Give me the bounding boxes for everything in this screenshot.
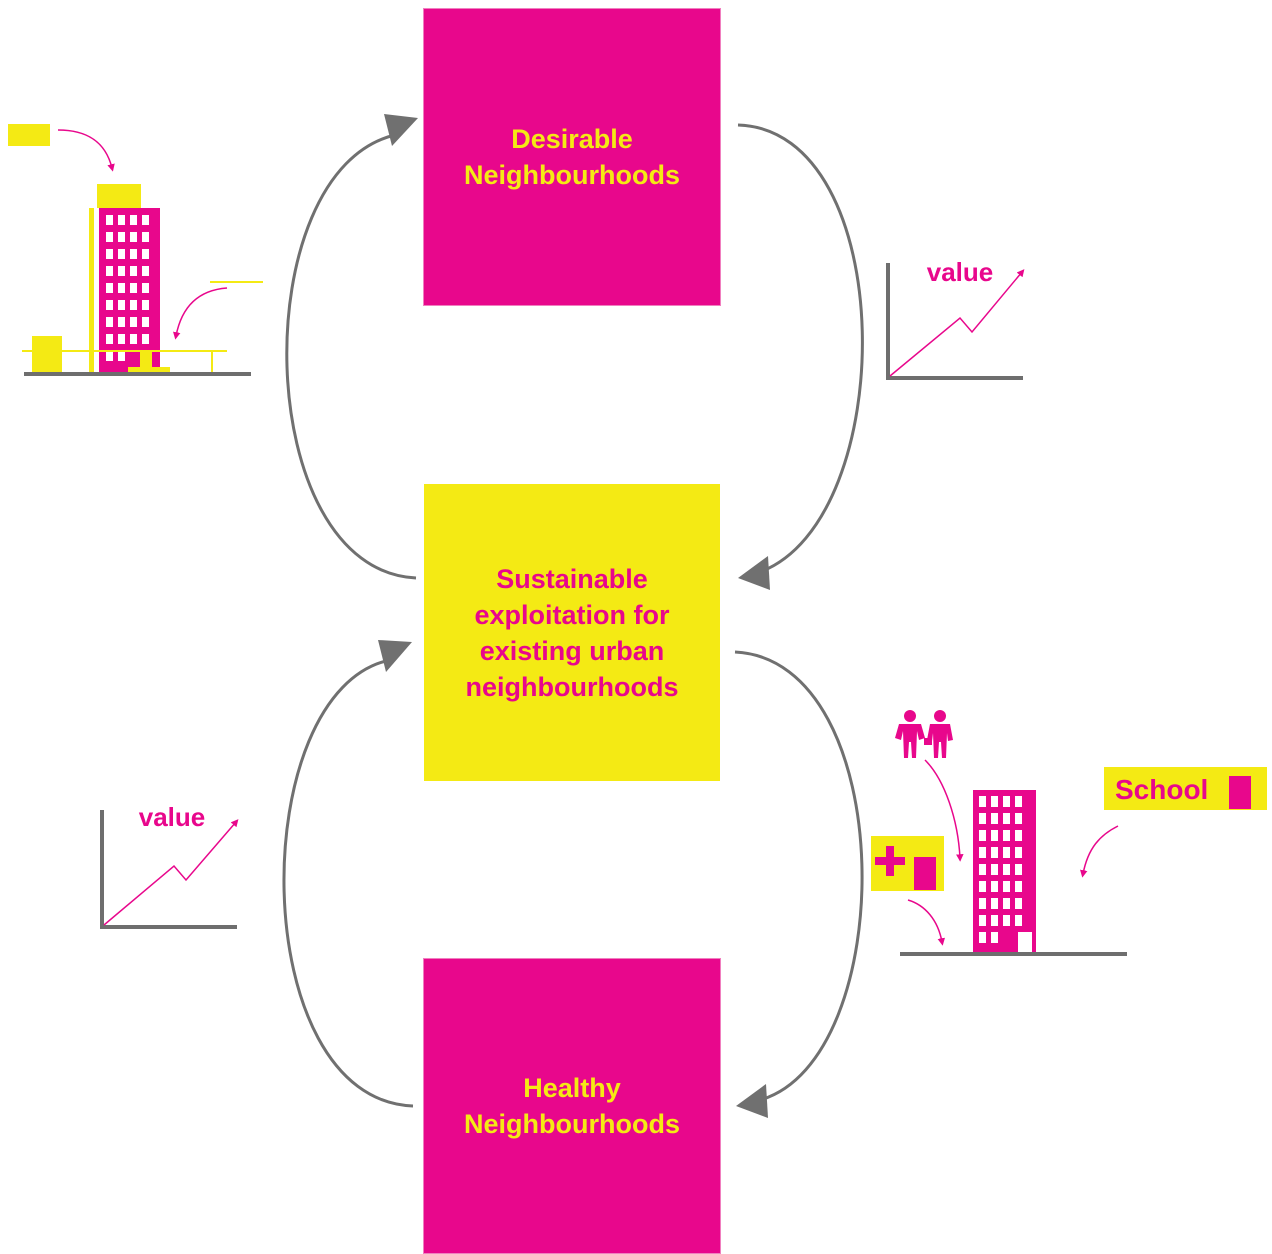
value-graph-left-label: value — [139, 802, 206, 832]
cycle-arrow-healthy-to-sustainable — [282, 640, 414, 1108]
sustainable-exploitation-box: Sustainable exploitation for existing ur… — [424, 484, 720, 781]
cycle-arrow-sustainable-to-desirable — [285, 114, 418, 580]
healthy-neighbourhoods-box: Healthy Neighbourhoods — [423, 958, 721, 1254]
cycle-arrow-desirable-to-sustainable — [737, 123, 864, 590]
building-with-amenities-icon: School — [871, 710, 1267, 956]
desirable-neighbourhoods-box: Desirable Neighbourhoods — [423, 8, 721, 306]
healthy-neighbourhoods-label: Healthy Neighbourhoods — [464, 1073, 680, 1139]
school-label: School — [1115, 774, 1208, 805]
people-icon — [895, 710, 953, 758]
tall-building-densification-icon — [8, 124, 263, 376]
value-graph-right-label: value — [927, 257, 994, 287]
desirable-neighbourhoods-label: Desirable Neighbourhoods — [464, 124, 680, 190]
value-graph-right: value — [886, 257, 1025, 380]
value-graph-left: value — [100, 802, 239, 929]
cycle-arrow-sustainable-to-healthy — [734, 650, 864, 1118]
sustainable-exploitation-label: Sustainable exploitation for existing ur… — [465, 563, 679, 702]
